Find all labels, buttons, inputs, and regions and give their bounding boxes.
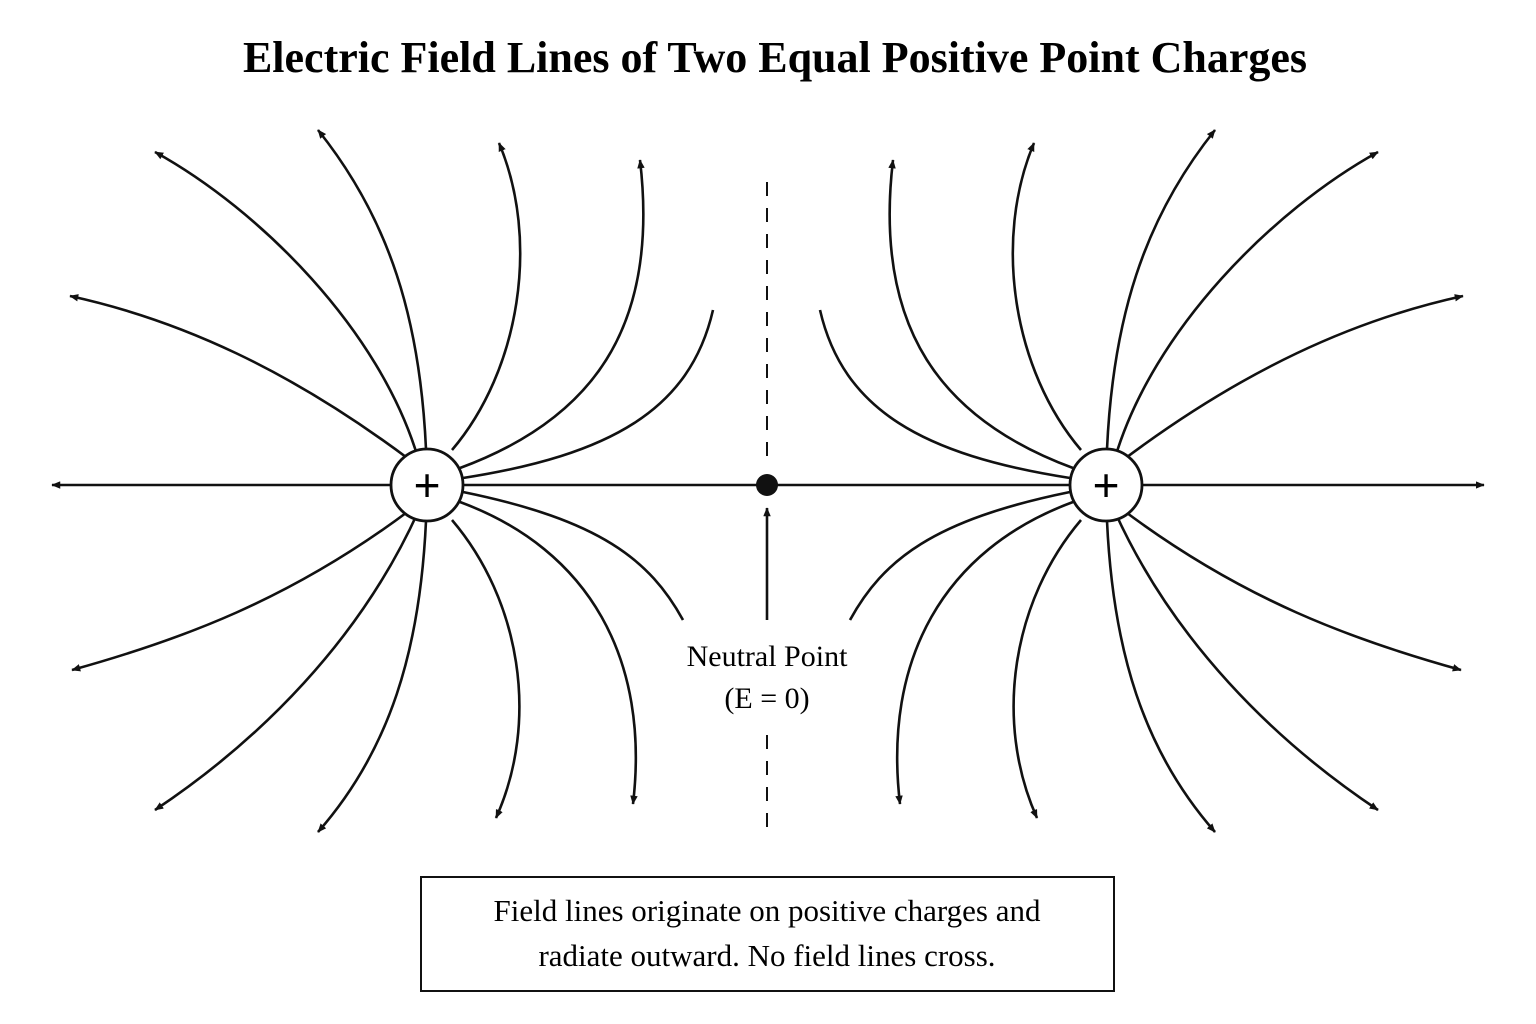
field-line-right-up-3 [1105,129,1217,450]
field-line-right-dn-6 [848,490,1071,621]
note-box-border [420,876,1115,992]
charge-right-sign: + [1093,459,1120,511]
field-line-right-up-5 [888,159,1074,470]
field-line-left-dn-1 [71,508,411,672]
note-line-2: radiate outward. No field lines cross. [538,938,995,973]
field-line-left-up-2 [154,150,420,459]
charge-right-circle [1068,447,1144,523]
field-line-right-dn-4 [1012,519,1082,819]
charge-left-sign: + [414,459,441,511]
field-line-left-up-1 [69,294,411,462]
field-line-right-dn-1 [1122,508,1462,672]
charge-left: + [389,447,465,523]
field-line-right-up-1 [1122,294,1464,462]
neutral-point-dot [756,474,778,496]
field-line-left-dn-4 [451,519,521,819]
charge-right: + [1068,447,1144,523]
field-line-left-up-3 [316,129,428,450]
charge-left-circle [389,447,465,523]
field-line-left-dn-3 [317,520,428,833]
field-line-right-up-2 [1113,150,1379,459]
field-line-left-up-6 [462,309,715,480]
field-line-left-up-5 [459,159,645,470]
field-line-left-up-4 [451,142,522,451]
field-lines-group [51,129,1485,833]
field-line-left-dn-6 [462,490,685,621]
field-line-right-dn-2 [1113,511,1379,812]
field-line-right-up-6 [818,309,1071,480]
diagram-title: Electric Field Lines of Two Equal Positi… [243,33,1307,82]
field-line-right-dn-3 [1105,520,1216,833]
field-line-left-dn-2 [154,511,420,812]
field-line-right-up-4 [1011,142,1082,451]
field-line-left-dn-5 [459,500,638,805]
neutral-point-label: Neutral Point [687,640,848,673]
note-line-1: Field lines originate on positive charge… [494,893,1041,928]
field-line-right-dn-5 [895,500,1074,805]
neutral-point-sublabel: (E = 0) [724,682,809,715]
note-box: Field lines originate on positive charge… [420,876,1115,992]
